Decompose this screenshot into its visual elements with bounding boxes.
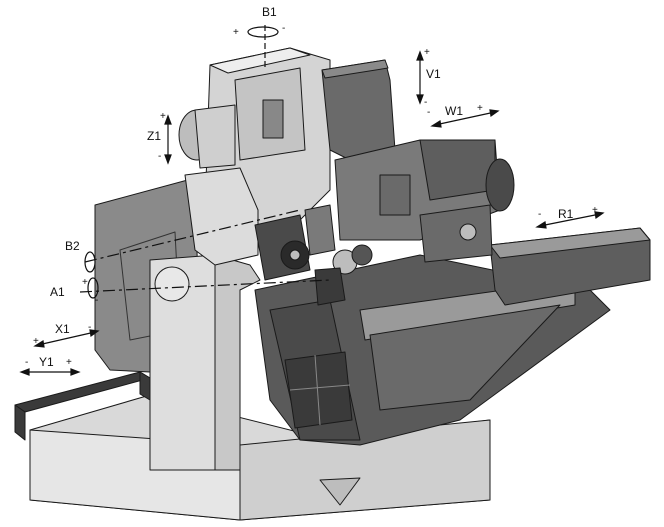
axis-x1-minus: - [88,322,92,333]
axis-x1-plus: + [33,336,39,347]
axis-b1-plus: + [233,27,239,38]
axis-label-z1: Z1 [147,129,162,143]
machine-base [29,394,491,521]
r1-rail [489,227,651,306]
axis-w1-minus: - [427,107,431,118]
axis-a1-minus: - [95,295,99,306]
axis-label-w1: W1 [445,104,463,118]
axis-b1-minus: - [282,23,286,34]
axis-w1-plus: + [477,103,483,114]
axis-v1-minus: - [424,97,428,108]
axis-z1-minus: - [158,151,162,162]
axis-label-v1: V1 [426,67,441,81]
axis-arrows [19,25,605,376]
axis-label-x1: X1 [55,322,70,336]
axis-r1-minus: - [538,209,542,220]
spindle-head-right [321,59,515,263]
axis-label-a1: A1 [50,285,65,299]
axis-z1-plus: + [160,111,166,122]
axis-label-b2: B2 [65,239,80,253]
axis-label-r1: R1 [558,207,574,221]
axis-label-y1: Y1 [39,355,54,369]
pivot-hub [154,266,190,302]
axis-y1-plus: + [66,357,72,368]
pivot-column [149,254,261,471]
axis-r1-plus: + [592,205,598,216]
motor-right [485,158,515,212]
axis-a1-plus: + [82,277,88,288]
axis-v1-plus: + [424,47,430,58]
workpiece-rollers [254,204,373,306]
spindle-head-left [178,47,331,266]
axis-y1-minus: - [25,357,29,368]
axis-label-b1: B1 [262,5,277,19]
